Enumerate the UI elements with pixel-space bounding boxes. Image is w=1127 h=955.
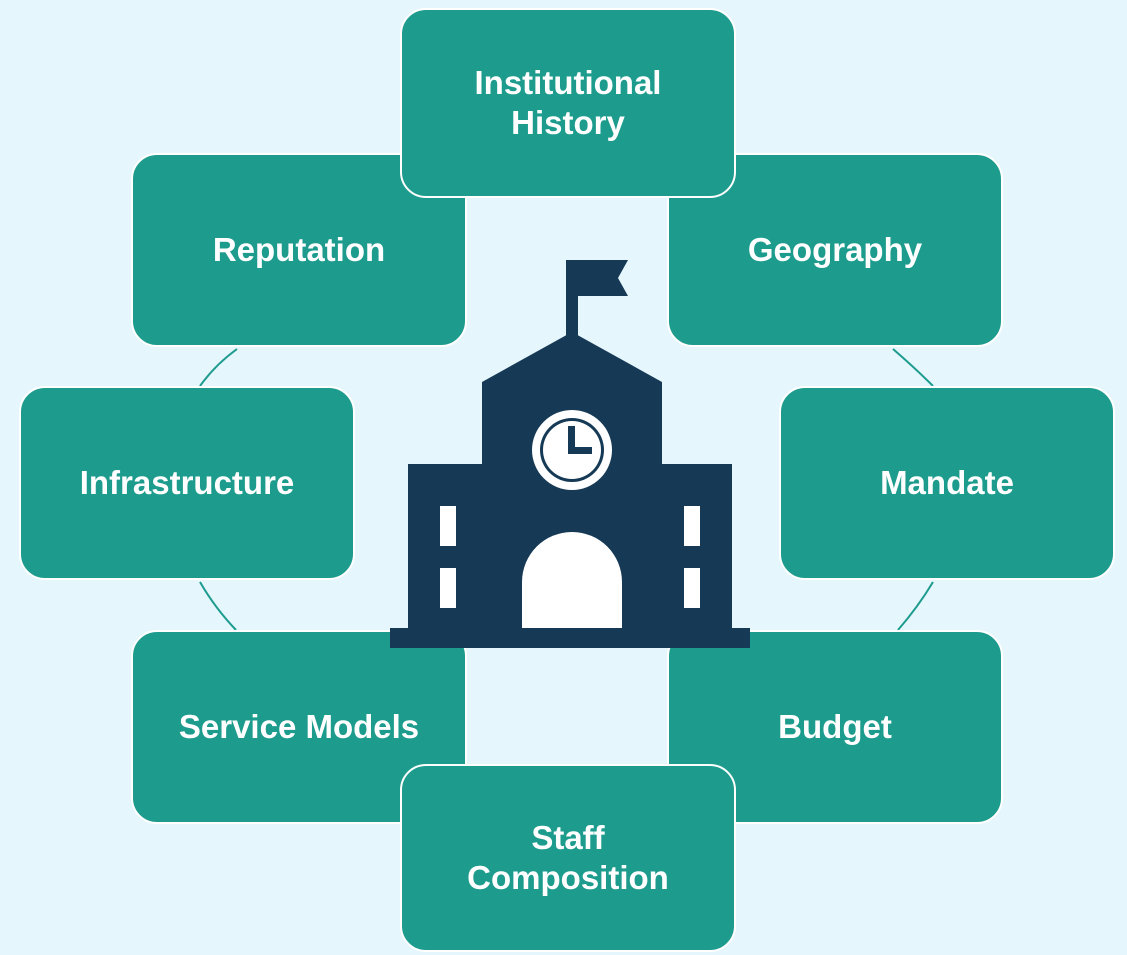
node-label: Mandate [880, 464, 1014, 502]
node-label: Service Models [178, 708, 420, 746]
node-label-line-2: Composition [467, 859, 669, 896]
node-institutional-history: Institutional History [400, 8, 736, 198]
node-label: Geography [747, 231, 923, 269]
node-staff-composition: Staff Composition [400, 764, 736, 952]
node-label-line-1: Staff [531, 819, 605, 857]
connector-arc [199, 581, 237, 631]
node-infrastructure: Infrastructure [19, 386, 355, 580]
connector-arc [892, 348, 934, 387]
node-label-line-1: Institutional [474, 64, 662, 102]
node-mandate: Mandate [779, 386, 1115, 580]
node-label: Reputation [212, 231, 386, 269]
school-building-icon [390, 260, 750, 648]
node-label: Budget [778, 708, 892, 746]
node-label: Infrastructure [79, 464, 295, 502]
connector-arc [897, 581, 934, 631]
connector-arc [199, 348, 238, 387]
node-label-line-2: History [511, 104, 625, 141]
